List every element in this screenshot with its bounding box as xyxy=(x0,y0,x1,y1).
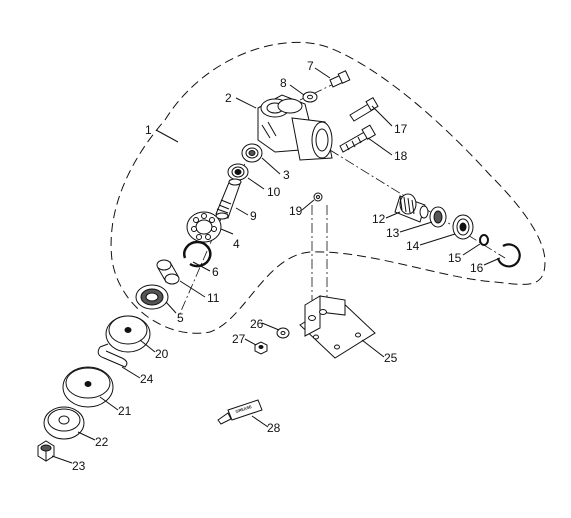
centerline-pinion xyxy=(329,149,506,259)
ring-15 xyxy=(479,234,489,246)
callout-15: 15 xyxy=(448,251,462,265)
callout-5: 5 xyxy=(177,311,184,325)
snap-ring-16 xyxy=(496,243,521,268)
bearing-10 xyxy=(227,163,249,181)
washer-26 xyxy=(276,327,290,339)
bolt-7 xyxy=(329,70,351,88)
washer-19 xyxy=(313,192,323,202)
callout-27: 27 xyxy=(232,332,246,346)
callout-13: 13 xyxy=(386,226,400,240)
bearing-14 xyxy=(452,214,474,240)
nut-27 xyxy=(254,341,268,355)
retaining-ring-6 xyxy=(183,240,212,268)
callout-10: 10 xyxy=(267,185,281,199)
callout-26: 26 xyxy=(250,317,264,331)
lower-cup-22 xyxy=(43,406,85,440)
bearing-5 xyxy=(135,284,169,310)
callout-3: 3 xyxy=(283,168,290,182)
bearing-3 xyxy=(241,143,263,163)
callout-16: 16 xyxy=(470,261,484,275)
gear-housing xyxy=(257,94,333,161)
bearing-13 xyxy=(429,206,447,228)
callout-14: 14 xyxy=(406,239,420,253)
callout-20: 20 xyxy=(155,347,169,361)
callout-labels: 1 2 3 4 5 6 7 8 9 10 11 12 13 14 15 16 1… xyxy=(72,59,484,473)
screw-17 xyxy=(349,96,379,122)
callout-24: 24 xyxy=(140,372,154,386)
ball-bearing-4 xyxy=(186,211,222,243)
callout-11: 11 xyxy=(207,291,220,305)
callout-4: 4 xyxy=(233,237,240,251)
cup-washer-20 xyxy=(105,315,151,353)
grease-label: GREASE xyxy=(235,404,253,414)
assembly-boundary xyxy=(110,41,546,334)
pin-24 xyxy=(97,343,128,368)
washer-8 xyxy=(302,91,318,103)
grease-tube-28: GREASE xyxy=(217,399,263,425)
callout-25: 25 xyxy=(384,351,398,365)
bracket-25 xyxy=(299,295,376,359)
callout-12: 12 xyxy=(372,212,386,226)
callout-1: 1 xyxy=(145,123,152,137)
collar-11 xyxy=(156,259,180,285)
leader-lines xyxy=(51,67,501,464)
callout-9: 9 xyxy=(250,209,257,223)
callout-28: 28 xyxy=(267,421,281,435)
callout-23: 23 xyxy=(72,459,86,473)
callout-6: 6 xyxy=(212,265,219,279)
callout-7: 7 xyxy=(307,59,314,73)
callout-18: 18 xyxy=(394,149,408,163)
screw-18 xyxy=(339,124,377,153)
pinion-gear-12 xyxy=(394,193,429,223)
callout-22: 22 xyxy=(95,435,109,449)
callout-21: 21 xyxy=(118,404,132,418)
nut-23 xyxy=(37,440,55,462)
callout-17: 17 xyxy=(394,122,408,136)
callout-2: 2 xyxy=(225,91,232,105)
callout-19: 19 xyxy=(289,204,303,218)
callout-8: 8 xyxy=(280,76,287,90)
spindle-shaft-9 xyxy=(215,178,242,220)
